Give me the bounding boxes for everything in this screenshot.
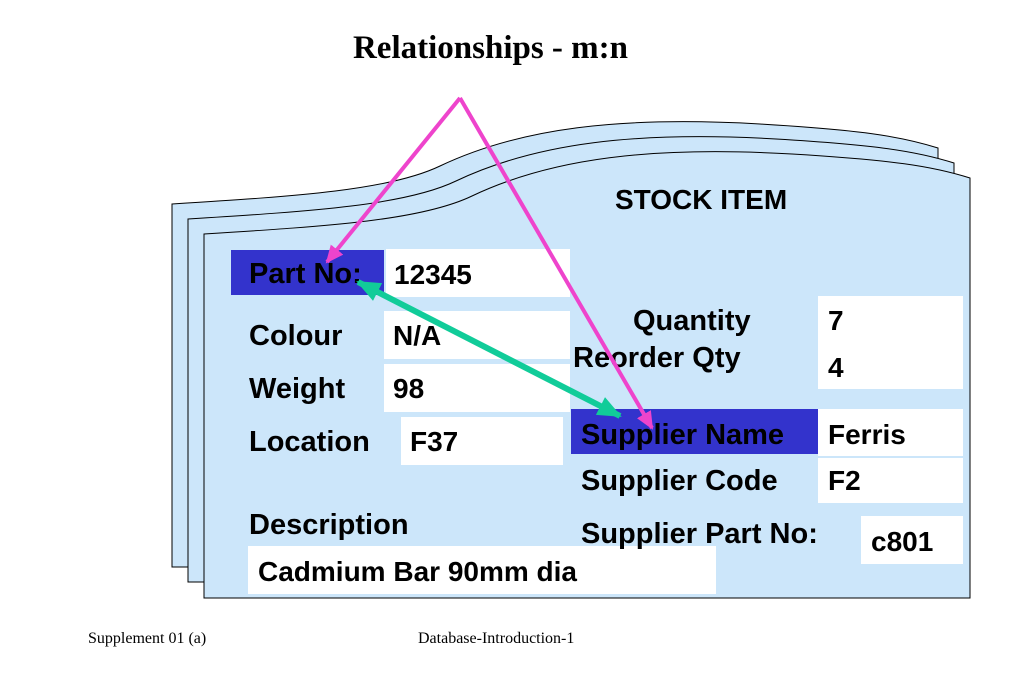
quantity-value: 7 xyxy=(828,305,844,336)
supplier-name-value: Ferris xyxy=(828,419,906,450)
colour-label: Colour xyxy=(249,320,343,352)
part-no-value: 12345 xyxy=(394,259,472,290)
supplier-code-value: F2 xyxy=(828,465,861,496)
location-value: F37 xyxy=(410,426,459,457)
reorder-value: 4 xyxy=(828,352,844,383)
footer-left: Supplement 01 (a) xyxy=(88,630,207,647)
quantity-box xyxy=(818,296,963,389)
supplier-part-value: c801 xyxy=(871,526,934,557)
supplier-code-box xyxy=(818,458,963,503)
colour-value: N/A xyxy=(393,320,442,351)
quantity-label: Quantity xyxy=(633,305,751,337)
supplier-part-box xyxy=(861,516,963,564)
weight-label: Weight xyxy=(249,373,346,405)
supplier-name-label: Supplier Name xyxy=(581,419,785,451)
card-heading: STOCK ITEM xyxy=(615,184,788,215)
supplier-part-label: Supplier Part No: xyxy=(581,518,818,550)
reorder-label: Reorder Qty xyxy=(573,342,741,374)
weight-value: 98 xyxy=(393,373,425,404)
slide-title: Relationships - m:n xyxy=(352,30,629,66)
supplier-name-box xyxy=(818,409,963,456)
footer-center: Database-Introduction-1 xyxy=(418,630,575,647)
supplier-code-label: Supplier Code xyxy=(581,465,778,497)
description-label: Description xyxy=(249,509,409,541)
location-label: Location xyxy=(249,426,370,458)
description-value: Cadmium Bar 90mm dia xyxy=(258,556,577,587)
part-no-label: Part No: xyxy=(249,258,362,290)
description-box xyxy=(248,546,716,594)
